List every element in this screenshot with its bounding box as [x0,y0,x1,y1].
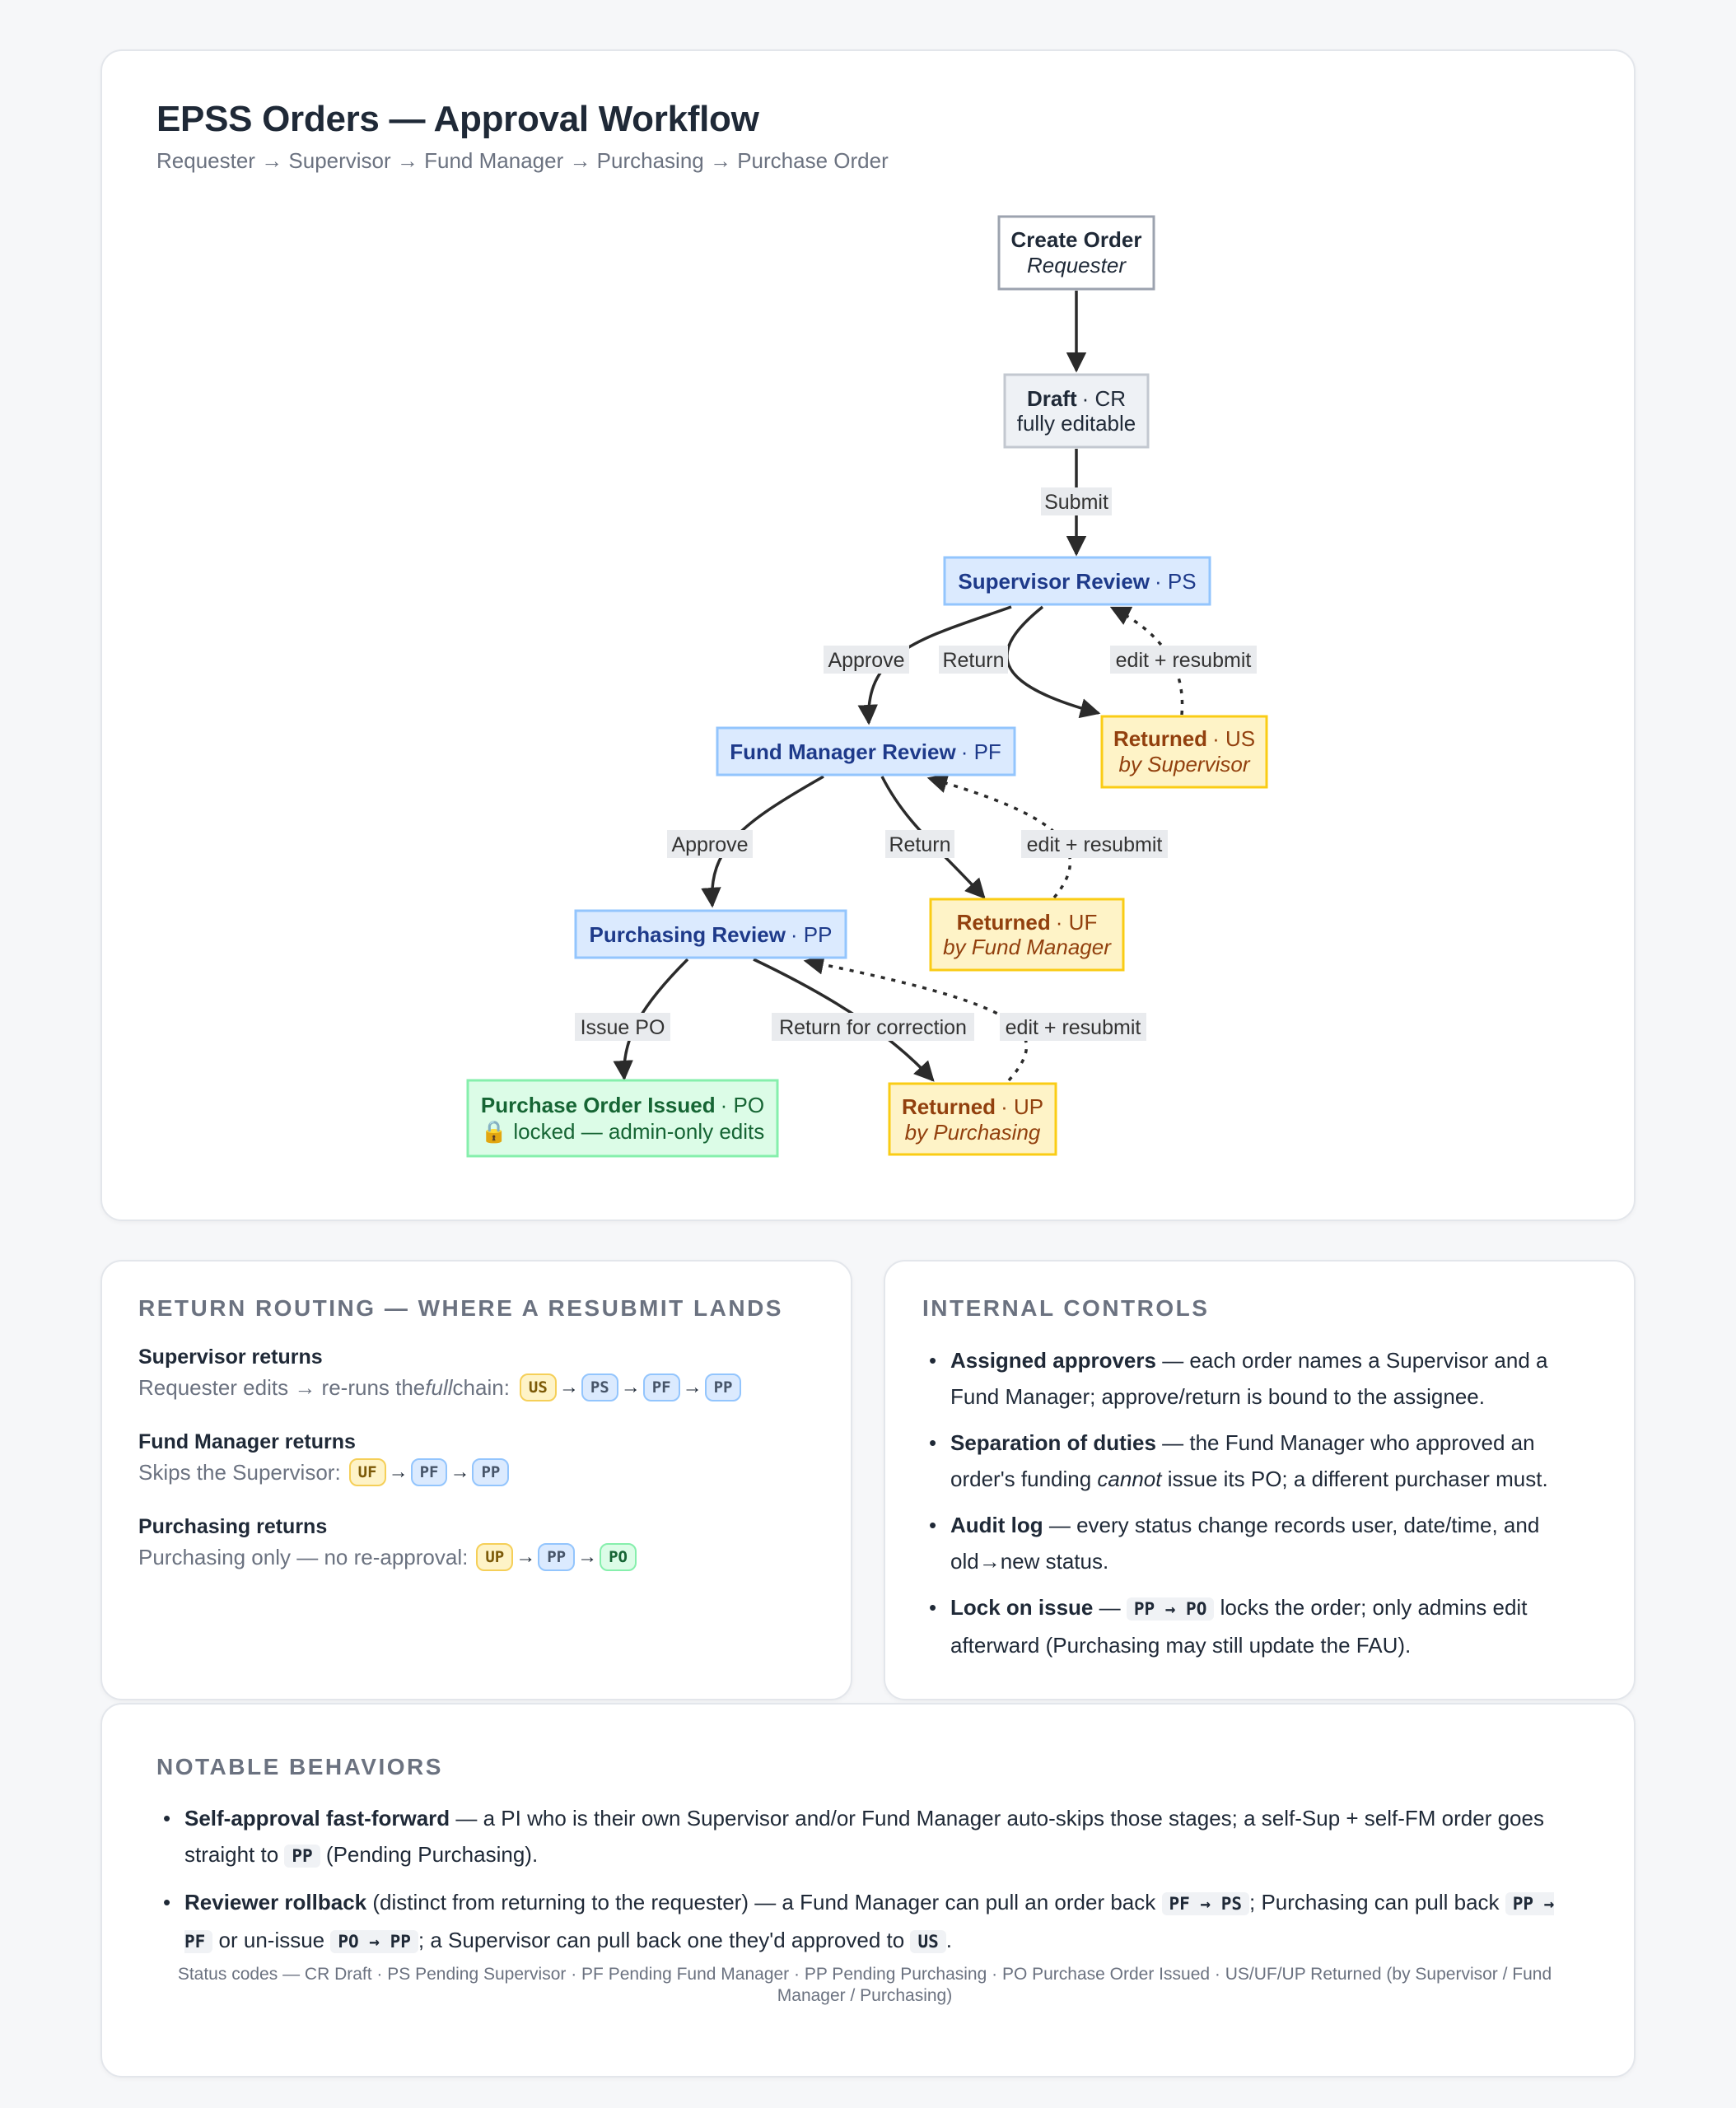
svg-text:Returned· UF: Returned· UF [957,910,1098,935]
status-chip-uf: UF [348,1458,386,1486]
return-routing-heading: Return routing — where a resubmit lands [138,1295,783,1321]
label-issue-po: Issue PO [575,1013,670,1041]
status-chip-us: US [519,1373,557,1401]
svg-text:by Fund Manager: by Fund Manager [943,935,1112,959]
svg-text:Fund Manager Review· PF: Fund Manager Review· PF [730,739,1001,764]
svg-text:edit + resubmit: edit + resubmit [1116,649,1252,672]
svg-text:Draft· CR: Draft· CR [1027,386,1126,411]
label-approve-2: Approve [667,830,753,858]
node-returned-up: Returned· UP by Purchasing [888,1082,1057,1156]
svg-text:Returned· UP: Returned· UP [902,1094,1043,1119]
svg-text:🔒 locked — admin-only edits: 🔒 locked — admin-only edits [481,1119,765,1144]
control-separation-of-duties: Separation of duties — the Fund Manager … [929,1425,1593,1497]
internal-controls-heading: Internal controls [922,1295,1210,1321]
route-line-purchasing: Purchasing only — no re-approval: UP→ PP… [138,1543,637,1571]
notable-behaviors-heading: Notable behaviors [156,1754,443,1779]
page-title: EPSS Orders — Approval Workflow [156,99,759,139]
notable-behaviors-list: Self-approval fast-forward — a PI who is… [163,1800,1584,1970]
node-supervisor-review: Supervisor Review· PS [943,556,1211,606]
control-audit-log: Audit log — every status change records … [929,1507,1593,1579]
edge-uf-pf-resubmit [926,773,1072,899]
svg-text:by Purchasing: by Purchasing [905,1120,1041,1145]
status-chip-up: UP [476,1543,514,1571]
svg-text:Return: Return [942,649,1004,672]
node-purchase-order-issued: Purchase Order Issued· PO 🔒 locked — adm… [466,1079,779,1158]
status-codes-footnote: Status codes — CR Draft · PS Pending Sup… [177,1965,1552,2005]
svg-text:Create Order: Create Order [1011,227,1142,252]
status-chip-pp: PP [704,1373,742,1401]
svg-text:edit + resubmit: edit + resubmit [1027,833,1163,856]
internal-controls-list: Assigned approvers — each order names a … [929,1342,1593,1673]
label-return-2: Return [885,830,954,858]
svg-text:Return: Return [889,833,950,856]
svg-text:Approve: Approve [828,649,904,672]
workflow-diagram: Submit Approve Return edit + resubmit Ap… [466,215,1268,1158]
route-line-supervisor: Requester edits → re-runs the full chain… [138,1373,742,1401]
status-chip-ps: PS [581,1373,618,1401]
svg-text:Supervisor Review· PS: Supervisor Review· PS [958,569,1196,594]
status-chip-pf: PF [410,1458,448,1486]
node-create-order: Create Order Requester [997,215,1155,291]
node-fund-manager-review: Fund Manager Review· PF [716,726,1016,777]
status-chip-pp: PP [472,1458,510,1486]
behavior-self-approval: Self-approval fast-forward — a PI who is… [163,1800,1584,1874]
route-title-purchasing: Purchasing returns [138,1515,328,1538]
svg-text:Submit: Submit [1044,491,1108,514]
label-return-for-correction: Return for correction [772,1013,974,1041]
label-resubmit-3: edit + resubmit [1000,1013,1146,1041]
svg-text:Return for correction: Return for correction [779,1016,967,1039]
label-submit: Submit [1041,487,1112,515]
node-returned-uf: Returned· UF by Fund Manager [929,898,1125,972]
svg-text:edit + resubmit: edit + resubmit [1006,1016,1141,1039]
svg-text:by Supervisor: by Supervisor [1119,752,1251,777]
svg-text:Issue PO: Issue PO [581,1016,665,1039]
label-resubmit-1: edit + resubmit [1110,646,1257,674]
svg-text:fully editable: fully editable [1017,411,1136,436]
control-assigned-approvers: Assigned approvers — each order names a … [929,1342,1593,1415]
node-purchasing-review: Purchasing Review· PP [574,909,847,959]
route-line-fund-manager: Skips the Supervisor: UF→ PF→ PP [138,1458,510,1486]
behavior-reviewer-rollback: Reviewer rollback (distinct from returni… [163,1884,1584,1960]
svg-text:Returned· US: Returned· US [1113,726,1255,751]
label-resubmit-2: edit + resubmit [1021,830,1168,858]
svg-text:Purchase Order Issued· PO: Purchase Order Issued· PO [481,1093,764,1117]
status-chip-pp: PP [538,1543,576,1571]
status-chip-po: PO [600,1543,637,1571]
status-chip-pf: PF [642,1373,680,1401]
route-title-supervisor: Supervisor returns [138,1345,323,1369]
label-approve-1: Approve [824,646,909,674]
node-returned-us: Returned· US by Supervisor [1100,715,1268,789]
route-title-fund-manager: Fund Manager returns [138,1430,356,1453]
svg-text:Purchasing Review· PP: Purchasing Review· PP [590,922,833,947]
node-draft: Draft· CR fully editable [1003,373,1150,449]
edge-ps-us-return [1006,605,1101,719]
control-lock-on-issue: Lock on issue — PP → PO locks the order;… [929,1589,1593,1663]
label-return-1: Return [939,646,1008,674]
svg-text:Approve: Approve [671,833,748,856]
svg-text:Requester: Requester [1027,253,1127,277]
page-subtitle: Requester → Supervisor → Fund Manager → … [156,148,889,173]
